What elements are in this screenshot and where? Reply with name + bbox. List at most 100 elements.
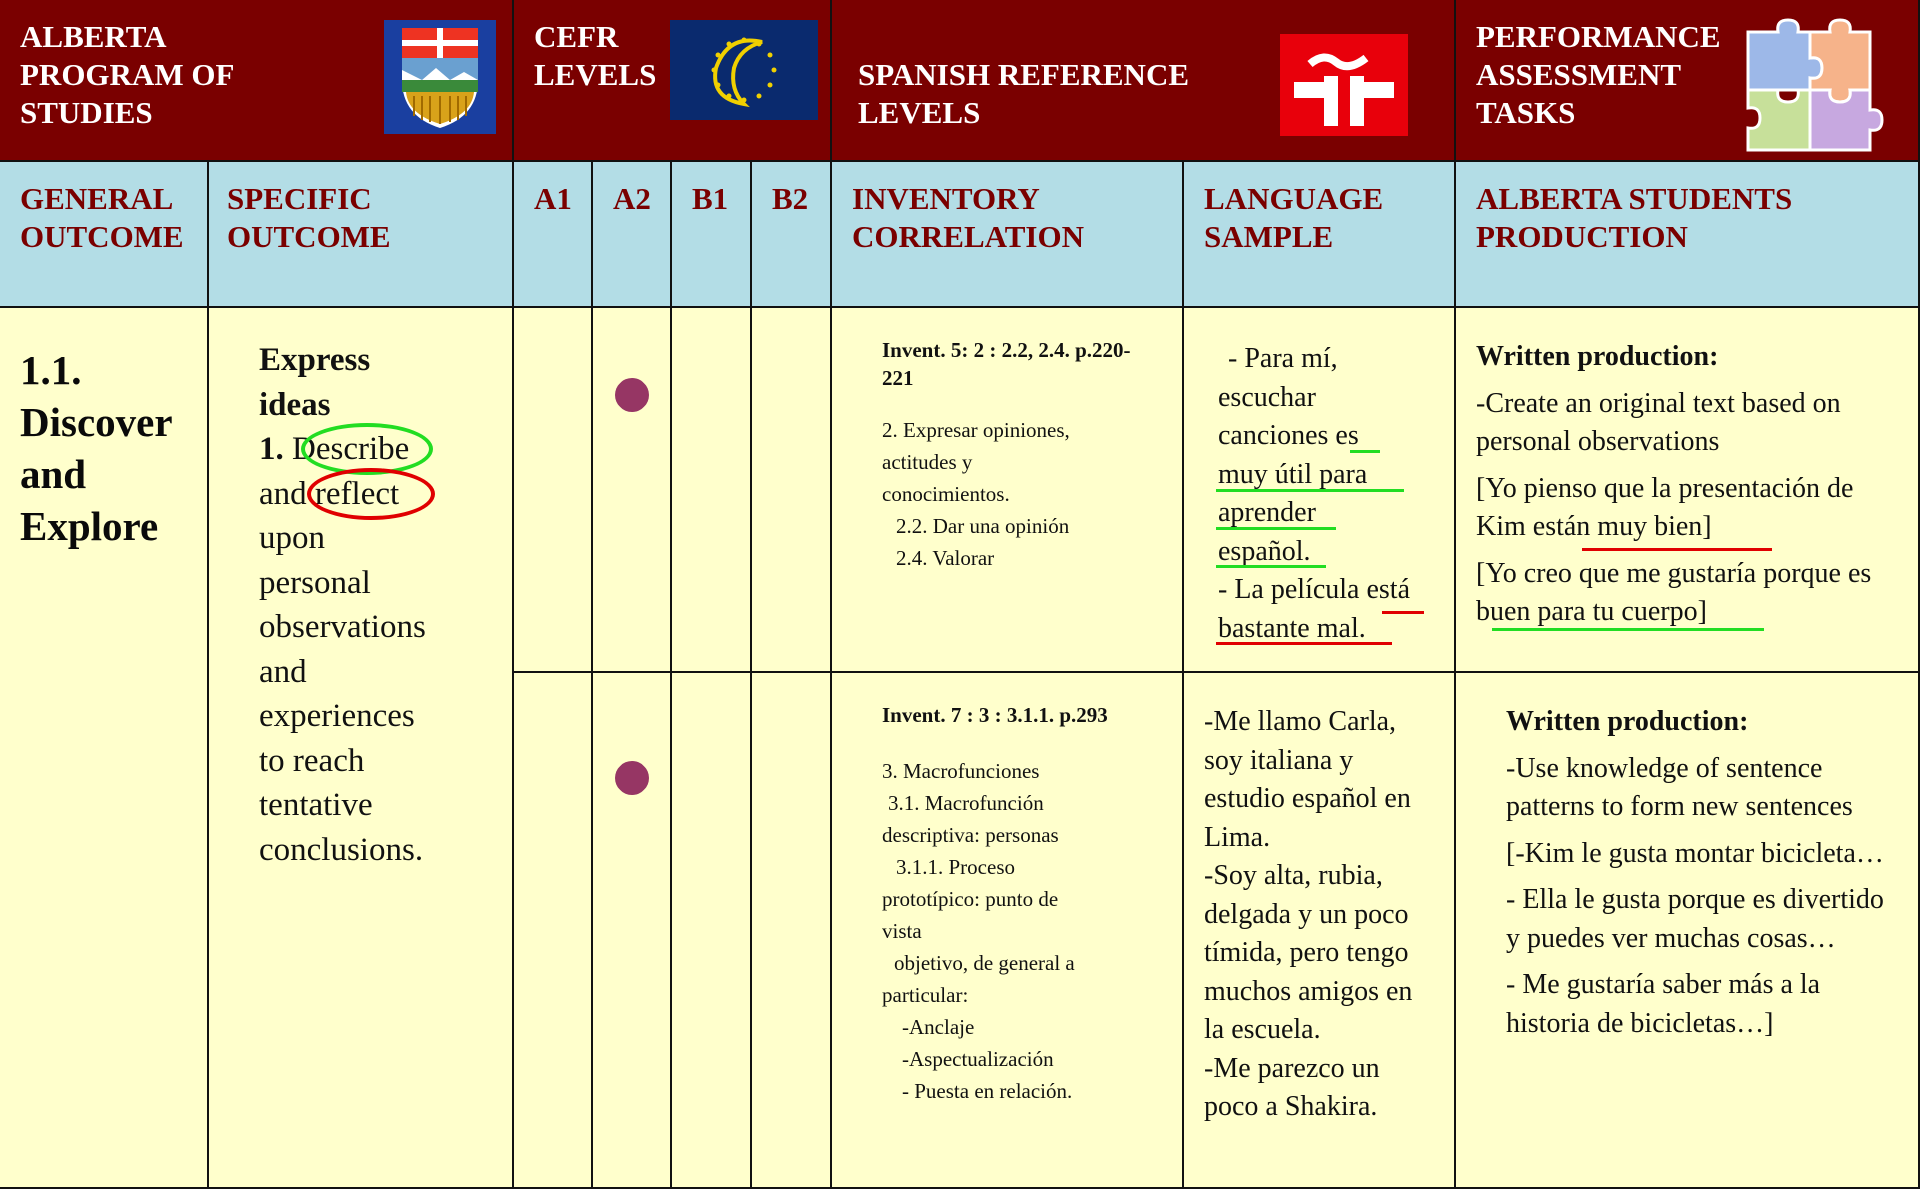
row2-sample-line2: estudio español en (1204, 783, 1411, 814)
general-outcome-number: 1.1. (20, 347, 82, 393)
row1-sample-line6: - La película está (1218, 574, 1411, 605)
red-circle-reflect (307, 467, 435, 520)
row1-production-line2: [Yo creo que me gustaría porque es buen … (1476, 557, 1872, 628)
header-program: ALBERTA PROGRAM OF STUDIES (0, 0, 514, 162)
row1-a2-level-marker (615, 378, 649, 412)
subheader-a2: A2 (593, 162, 672, 308)
general-outcome-line3: Explore (20, 503, 159, 549)
green-underline-es (1350, 450, 1380, 453)
row2-inventory-line4: prototípico: punto de (882, 887, 1059, 911)
header-spanish-label: SPANISH REFERENCE LEVELS (858, 57, 1190, 130)
row2-production-line1: [-Kim le gusta montar bicicleta… (1506, 837, 1884, 869)
row2-b2-cell (752, 673, 832, 1189)
row2-sample-line0: -Me llamo Carla, (1204, 706, 1397, 737)
row2-sample-line1: soy italiana y (1204, 744, 1354, 776)
row2-sample-line7: muchos amigos en (1204, 975, 1413, 1007)
general-outcome-line2: and (20, 451, 87, 497)
row2-a2-level-marker (615, 761, 649, 795)
subheader-production: ALBERTA STUDENTS PRODUCTION (1456, 162, 1920, 308)
row2-production-line0: -Use knowledge of sentence patterns to f… (1506, 752, 1853, 823)
row2-inventory-line9: -Aspectualización (902, 1047, 1054, 1071)
row1-sample-line4: aprender (1218, 497, 1316, 528)
header-program-label: ALBERTA PROGRAM OF STUDIES (20, 19, 234, 130)
specific-rest-4: experiences (259, 698, 415, 734)
row1-inventory-line0: 2. Expresar opiniones, (882, 418, 1070, 442)
row1-inventory-line3: 2.2. Dar una opinión (896, 514, 1070, 538)
row2-b1-cell (672, 673, 752, 1189)
specific-rest-1: personal (259, 564, 371, 601)
general-outcome-cell: 1.1. Discover and Explore (0, 308, 209, 1189)
row2-production-cell: Written production: -Use knowledge of se… (1456, 673, 1920, 1189)
row2-sample-line4: -Soy alta, rubia, (1204, 860, 1383, 891)
row1-inventory-line2: conocimientos. (882, 482, 1010, 506)
specific-rest-6: tentative (259, 787, 373, 823)
subheader-b2: B2 (752, 162, 832, 308)
row1-sample-line1: escuchar (1218, 381, 1316, 413)
header-cefr-label: CEFR LEVELS (534, 19, 657, 92)
row1-b2-cell (752, 308, 832, 673)
subheader-production-label: ALBERTA STUDENTS PRODUCTION (1476, 181, 1793, 254)
row2-inventory-line0: 3. Macrofunciones (882, 759, 1040, 783)
row1-sample-line7: bastante mal. (1218, 612, 1366, 644)
subheader-general-label: GENERAL OUTCOME (20, 181, 184, 254)
subheader-b1: B1 (672, 162, 752, 308)
specific-describe-line: 1. Describe (259, 423, 462, 475)
header-performance: PERFORMANCE ASSESSMENT TASKS (1456, 0, 1920, 162)
specific-rest-0: upon (259, 520, 325, 556)
row2-sample-line3: Lima. (1204, 821, 1271, 853)
row2-inventory-line3: 3.1.1. Proceso (896, 855, 1015, 879)
row2-sample-line5: delgada y un poco (1204, 898, 1409, 930)
row2-inventory-line5: vista (882, 919, 922, 943)
green-underline-aprender (1216, 527, 1336, 530)
row2-sample-line10: poco a Shakira. (1204, 1091, 1378, 1122)
green-underline-buen (1492, 628, 1764, 631)
row2-sample-cell: -Me llamo Carla, soy italiana y estudio … (1184, 673, 1456, 1189)
puzzle-pieces-icon (1746, 18, 1884, 152)
specific-rest-3: and (259, 653, 307, 690)
row2-sample-line6: tímida, pero tengo (1204, 937, 1409, 968)
row1-sample-line0: - Para mí, (1228, 343, 1338, 374)
header-cefr: CEFR LEVELS (514, 0, 832, 162)
row1-production-cell: Written production: -Create an original … (1456, 308, 1920, 673)
subheader-sample: LANGUAGE SAMPLE (1184, 162, 1456, 308)
instituto-cervantes-icon (1280, 34, 1408, 136)
row1-a2-cell (593, 308, 672, 673)
general-outcome-line1: Discover (20, 399, 173, 445)
row2-a1-cell (514, 673, 593, 1189)
row1-inventory-ref: Invent. 5: 2 : 2.2, 2.4. p.220-221 (882, 338, 1131, 390)
subheader-general: GENERAL OUTCOME (0, 162, 209, 308)
specific-heading1: Express (259, 342, 371, 378)
subheader-b2-label: B2 (772, 181, 809, 216)
row1-inventory-line4: 2.4. Valorar (896, 546, 995, 570)
subheader-inventory-label: INVENTORY CORRELATION (852, 181, 1084, 254)
row1-a1-cell (514, 308, 593, 673)
specific-number: 1. (259, 431, 284, 467)
row2-inventory-cell: Invent. 7 : 3 : 3.1.1. p.293 3. Macrofun… (832, 673, 1184, 1189)
red-underline-bastante (1216, 642, 1392, 645)
row1-sample-line3: muy útil para (1218, 458, 1368, 490)
green-underline-util (1216, 489, 1404, 492)
row1-sample-line2: canciones es (1218, 420, 1359, 451)
header-performance-label: PERFORMANCE ASSESSMENT TASKS (1476, 19, 1721, 130)
specific-rest-2: observations (259, 609, 426, 645)
specific-rest-7: conclusions. (259, 831, 424, 868)
specific-heading2: ideas (259, 386, 331, 423)
row2-inventory-line7: particular: (882, 983, 969, 1007)
specific-outcome-cell: Express ideas 1. Describe and reflect up… (209, 308, 514, 1189)
row2-inventory-ref: Invent. 7 : 3 : 3.1.1. p.293 (882, 703, 1108, 727)
row2-sample-line9: -Me parezco un (1204, 1052, 1380, 1084)
specific-rest-5: to reach (259, 742, 365, 779)
subheader-a1-label: A1 (534, 181, 572, 216)
row2-production-title: Written production: (1506, 706, 1749, 737)
row2-a2-cell (593, 673, 672, 1189)
row2-inventory-line1: 3.1. Macrofunción (888, 791, 1044, 815)
specific-reflect-line: and reflect (259, 467, 462, 520)
subheader-a1: A1 (514, 162, 593, 308)
alberta-crest-icon (384, 20, 496, 134)
row1-inventory-cell: Invent. 5: 2 : 2.2, 2.4. p.220-221 2. Ex… (832, 308, 1184, 673)
row1-inventory-line1: actitudes y (882, 450, 973, 474)
row1-b1-cell (672, 308, 752, 673)
row1-sample-cell: - Para mí, escuchar canciones es muy úti… (1184, 308, 1456, 673)
row1-production-title: Written production: (1476, 341, 1719, 372)
red-underline-estan (1582, 548, 1772, 551)
